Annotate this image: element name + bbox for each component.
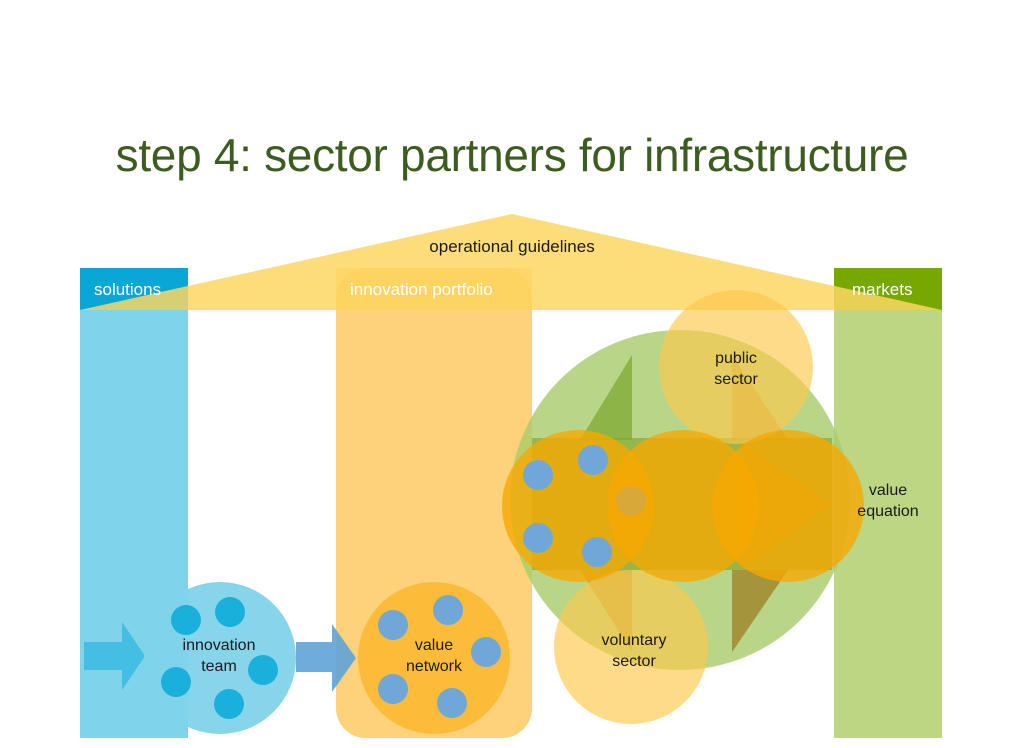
solutions-label: solutions — [94, 280, 162, 299]
voluntary-sector-label: voluntary sector — [574, 630, 694, 672]
value-network-line2: network — [405, 658, 463, 675]
innovation-team-label: innovation team — [164, 635, 274, 677]
team-dot — [214, 689, 244, 719]
orange-circle-right — [712, 430, 864, 582]
team-dot — [171, 605, 201, 635]
partner-dot — [582, 537, 612, 567]
network-dot — [433, 595, 463, 625]
partner-dot — [578, 445, 608, 475]
public-sector-label: public sector — [686, 348, 786, 390]
value-network-line1: value — [414, 637, 454, 654]
network-dot — [471, 637, 501, 667]
team-dot — [248, 655, 278, 685]
flow-arrow-icon — [296, 624, 356, 692]
voluntary-sector-line2: sector — [612, 653, 656, 670]
markets-label: markets — [852, 280, 913, 299]
team-dot — [161, 667, 191, 697]
input-arrow-icon — [84, 622, 145, 690]
public-sector-circle — [659, 290, 813, 444]
operational-guidelines-label: operational guidelines — [429, 237, 595, 256]
orange-circle-middle — [607, 430, 759, 582]
value-equation-line1: value — [868, 482, 908, 499]
operational-guidelines-roof — [80, 214, 942, 310]
partner-dot — [616, 486, 646, 516]
network-dot — [437, 688, 467, 718]
voluntary-sector-circle — [554, 570, 708, 724]
network-dot — [378, 610, 408, 640]
page-title: step 4: sector partners for infrastructu… — [115, 129, 909, 181]
partner-dot — [523, 460, 553, 490]
value-equation-line2: equation — [857, 503, 919, 520]
value-network-label: value network — [384, 635, 484, 677]
public-sector-line2: sector — [714, 371, 758, 388]
arrow-down-right-icon — [732, 570, 788, 652]
network-dot — [378, 674, 408, 704]
value-equation-label: value equation — [838, 480, 938, 522]
innovation-portfolio-label: innovation portfolio — [350, 280, 493, 299]
innovation-team-line2: team — [201, 658, 237, 675]
team-dot — [215, 597, 245, 627]
partner-dot — [523, 523, 553, 553]
innovation-team-line1: innovation — [182, 637, 256, 654]
public-sector-line1: public — [715, 350, 757, 367]
voluntary-sector-line1: voluntary — [601, 632, 667, 649]
arrow-up-left-icon — [580, 355, 632, 440]
